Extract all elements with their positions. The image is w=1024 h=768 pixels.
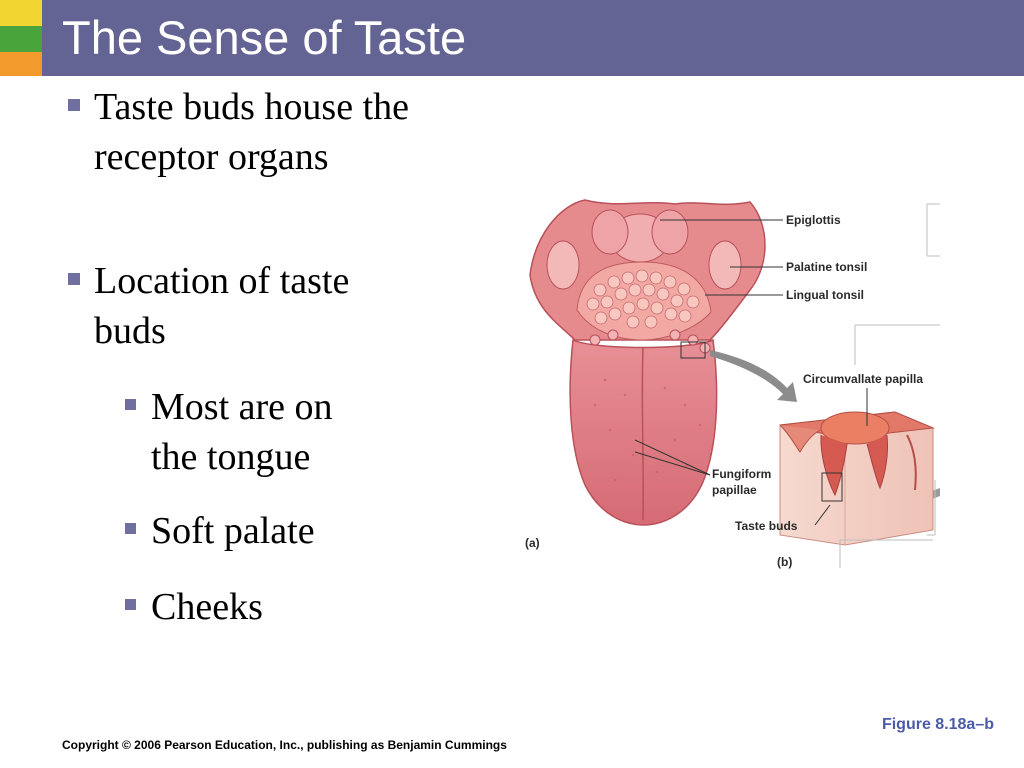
- bullet-item: Taste buds house the receptor organs: [68, 82, 424, 182]
- fungiform-label-line2: papillae: [712, 483, 757, 497]
- palatine-tonsil-left: [546, 240, 580, 290]
- title-bar: [42, 0, 1024, 76]
- tongue-anatomy-figure: Epiglottis Palatine tonsil Lingual tonsi…: [525, 199, 940, 569]
- zoom-box-b: [821, 472, 843, 502]
- taste-buds-label: Taste buds: [735, 519, 798, 533]
- lingual-tonsil-label: Lingual tonsil: [786, 288, 864, 302]
- circumvallate-label: Circumvallate papilla: [803, 372, 923, 386]
- sub-bullet-item: Most are on the tongue: [125, 382, 381, 482]
- bullet-square-icon: [125, 599, 136, 610]
- epiglottis-label: Epiglottis: [786, 213, 841, 227]
- figure-frame-lines: [839, 203, 940, 568]
- leader-lines-b: [814, 388, 868, 526]
- bullet-square-icon: [125, 523, 136, 534]
- bullet-square-icon: [68, 273, 80, 285]
- sub-bullet-item: Soft palate: [125, 506, 411, 556]
- palatine-tonsil-right: [708, 240, 742, 290]
- fungiform-label-line1: Fungiform: [712, 467, 771, 481]
- lingual-bumps: [586, 269, 700, 329]
- sub-bullet-item: Cheeks: [125, 582, 411, 632]
- zoom-box-a: [680, 341, 706, 359]
- papilla-cross-section: [779, 411, 935, 546]
- bullet-text: Soft palate: [151, 510, 315, 552]
- bullet-text: Taste buds house the receptor organs: [94, 86, 410, 178]
- corner-yellow-block: [0, 0, 42, 26]
- palatine-tonsil-label: Palatine tonsil: [786, 260, 867, 274]
- leader-lines-a: [634, 219, 783, 476]
- copyright-notice: Copyright © 2006 Pearson Education, Inc.…: [62, 738, 507, 752]
- bullet-text: Cheeks: [151, 586, 263, 628]
- zoom-arrow-icon: [710, 350, 797, 402]
- bullet-text: Location of taste buds: [94, 260, 350, 352]
- corner-green-block: [0, 26, 42, 52]
- bullet-square-icon: [68, 99, 80, 111]
- slide-title: The Sense of Taste: [62, 11, 467, 64]
- panel-b-label: (b): [777, 555, 792, 569]
- panel-a-label: (a): [525, 536, 540, 550]
- tongue-illustration: [529, 199, 766, 526]
- bullet-text: Most are on the tongue: [151, 386, 333, 478]
- corner-orange-block: [0, 52, 42, 76]
- figure-caption: Figure 8.18a–b: [881, 716, 994, 733]
- circumvallate-papilla-shape: [820, 411, 890, 445]
- bullet-item: Location of taste buds: [68, 256, 414, 356]
- bullet-square-icon: [125, 399, 136, 410]
